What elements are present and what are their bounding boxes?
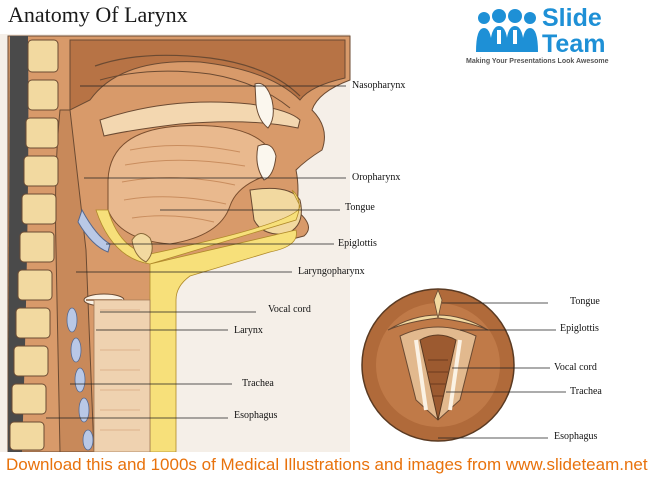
hard-palate <box>99 101 301 137</box>
label-larynx: Larynx <box>234 325 263 336</box>
slideteam-logo[interactable]: Slide Team Making Your Presentations Loo… <box>466 2 634 66</box>
inset-label-epiglottis: Epiglottis <box>560 323 599 334</box>
label-tongue: Tongue <box>345 202 375 213</box>
logo-brand-line1: Slide <box>542 4 602 32</box>
vertebrae <box>9 39 59 451</box>
trachea-front <box>149 229 297 453</box>
label-nasopharynx: Nasopharynx <box>352 80 406 91</box>
label-oropharynx: Oropharynx <box>352 172 401 183</box>
logo-tagline: Making Your Presentations Look Awesome <box>466 58 609 65</box>
label-vocal-cord: Vocal cord <box>268 304 311 315</box>
epiglottis-shape <box>131 233 153 263</box>
esophagus-column <box>93 299 151 453</box>
label-esophagus: Esophagus <box>234 410 278 421</box>
inset-label-trachea: Trachea <box>570 386 602 397</box>
banner-text[interactable]: Download this and 1000s of Medical Illus… <box>6 455 648 474</box>
page-title: Anatomy Of Larynx <box>8 2 188 27</box>
inset-label-vocal-cord: Vocal cord <box>554 362 597 373</box>
logo-brand-line2: Team <box>542 30 606 58</box>
label-trachea: Trachea <box>242 378 274 389</box>
nasal-cavity <box>69 39 346 111</box>
inset-label-esophagus: Esophagus <box>554 431 598 442</box>
label-laryngopharynx: Laryngopharynx <box>298 266 365 277</box>
larynx-inset-illustration <box>361 288 515 442</box>
people-logo-icon <box>476 9 538 52</box>
inset-label-tongue: Tongue <box>570 296 600 307</box>
download-banner[interactable]: Download this and 1000s of Medical Illus… <box>0 452 648 479</box>
label-epiglottis: Epiglottis <box>338 238 377 249</box>
